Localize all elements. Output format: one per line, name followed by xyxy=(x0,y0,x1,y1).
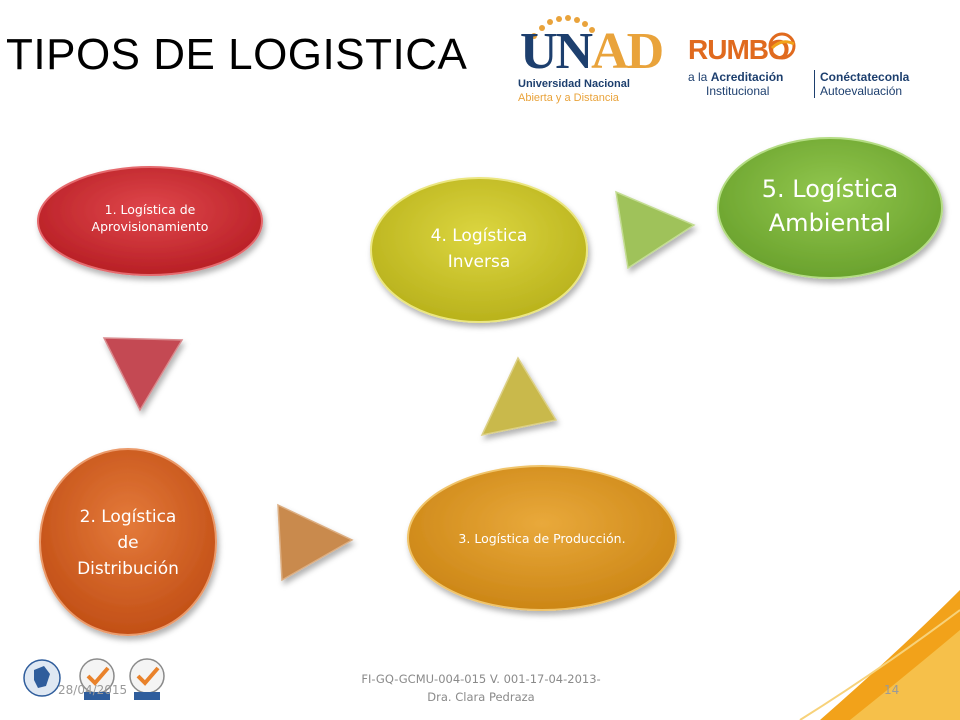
unad-word-ad: AD xyxy=(591,23,664,80)
sgs-cert-icon-1 xyxy=(79,658,115,700)
node-3-label-line1: 3. Logística de Producción. xyxy=(458,531,625,546)
arrow-4-to-5 xyxy=(615,190,696,270)
footer-page-number: 14 xyxy=(884,683,900,697)
node-4-label-line1: 4. Logística xyxy=(431,226,528,246)
footer-code: FI-GQ-GCMU-004-015 V. 001-17-04-2013- Dr… xyxy=(336,670,626,706)
arrow-2-to-3 xyxy=(277,503,354,582)
corner-decoration xyxy=(799,590,960,720)
node-5-label-line2: Ambiental xyxy=(769,209,891,237)
node-1-label-line2: Aprovisionamiento xyxy=(92,219,209,234)
unad-logo: UNAD Universidad Nacional Abierta y a Di… xyxy=(512,14,664,110)
rumbo-sub1-pre: a la xyxy=(688,70,711,84)
footer-code-line1: FI-GQ-GCMU-004-015 V. 001-17-04-2013- xyxy=(361,672,601,686)
unad-dots-icon xyxy=(531,15,595,39)
rumbo-logo: RUMBO a la Acreditación Institucional Co… xyxy=(688,32,938,102)
rumbo-sub1-bold: Acreditación xyxy=(710,70,784,84)
node-5-ambiental: 5. Logística Ambiental xyxy=(717,137,943,279)
node-2-distribucion: 2. Logística de Distribución xyxy=(39,448,217,636)
unad-word-un: UN xyxy=(520,23,593,80)
unad-line1: Universidad Nacional xyxy=(518,78,630,90)
node-2-label-line1: 2. Logística xyxy=(80,507,177,527)
node-3-produccion: 3. Logística de Producción. xyxy=(407,465,677,611)
colombia-map-icon xyxy=(23,659,61,697)
rumbo-sub4: Autoevaluación xyxy=(820,84,903,98)
arrow-1-to-2 xyxy=(102,337,184,412)
unad-wordmark: UNAD xyxy=(520,22,664,81)
arrow-3-to-4 xyxy=(480,356,558,437)
rumbo-swirl-icon xyxy=(768,32,796,60)
footer-date: 28/04/2015 xyxy=(58,683,128,697)
node-4-inversa: 4. Logística Inversa xyxy=(370,177,588,323)
rumbo-sub3: Conéctateconla xyxy=(820,70,910,84)
node-5-label-line1: 5. Logística xyxy=(762,175,899,203)
node-2-label-line3: Distribución xyxy=(77,559,179,579)
rumbo-sub2: Institucional xyxy=(706,84,770,98)
node-2-label-line2: de xyxy=(117,533,138,553)
node-4-label-line2: Inversa xyxy=(448,252,511,272)
sgs-cert-icon-2 xyxy=(129,658,165,700)
unad-line2: Abierta y a Distancia xyxy=(518,92,619,104)
certification-logos xyxy=(23,658,165,700)
node-1-label-line1: 1. Logística de xyxy=(105,202,196,217)
rumbo-divider xyxy=(814,70,815,98)
footer-code-line2: Dra. Clara Pedraza xyxy=(427,690,535,704)
node-1-aprovisionamiento: 1. Logística de Aprovisionamiento xyxy=(37,166,263,276)
rumbo-sub1: a la Acreditación xyxy=(688,70,783,84)
page-title: TIPOS DE LOGISTICA xyxy=(6,30,468,79)
